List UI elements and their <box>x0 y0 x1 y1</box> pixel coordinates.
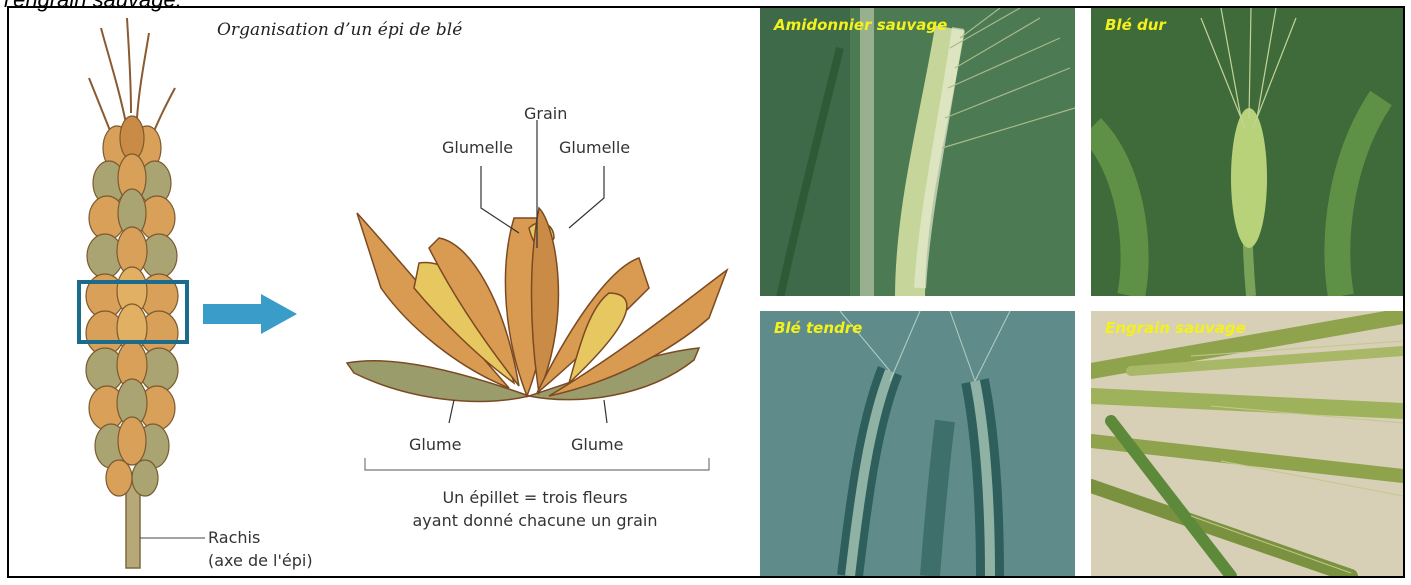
photo-amidonnier-sauvage: Amidonnier sauvage <box>760 8 1075 296</box>
photo-engrain-sauvage: Engrain sauvage <box>1091 311 1403 576</box>
label-glumelle-right: Glumelle <box>559 138 630 157</box>
wheat-ear-diagram: Organisation d’un épi de blé Grain Glume… <box>9 8 745 576</box>
label-rachis: Rachis <box>208 528 260 547</box>
label-glumelle-left: Glumelle <box>442 138 513 157</box>
photo-label-ble-dur: Blé dur <box>1105 16 1166 34</box>
spikelet-caption: Un épillet = trois fleurs ayant donné ch… <box>355 486 715 532</box>
photo-label-ble-tendre: Blé tendre <box>774 319 862 337</box>
photo-ble-tendre: Blé tendre <box>760 311 1075 576</box>
label-glume-right: Glume <box>571 435 623 454</box>
label-glume-left: Glume <box>409 435 461 454</box>
label-grain: Grain <box>524 104 567 123</box>
photo-label-amidonnier: Amidonnier sauvage <box>774 16 947 34</box>
wheat-photos-grid: Amidonnier sauvage Blé dur <box>746 8 1403 576</box>
label-rachis-sub: (axe de l'épi) <box>208 551 313 570</box>
photo-label-engrain: Engrain sauvage <box>1105 319 1246 337</box>
photo-ble-dur: Blé dur <box>1091 8 1403 296</box>
diagram-title: Organisation d’un épi de blé <box>217 20 462 40</box>
caption-line-1: Un épillet = trois fleurs <box>355 486 715 509</box>
arrow-right-icon <box>203 294 297 334</box>
caption-line-2: ayant donné chacune un grain <box>355 509 715 532</box>
